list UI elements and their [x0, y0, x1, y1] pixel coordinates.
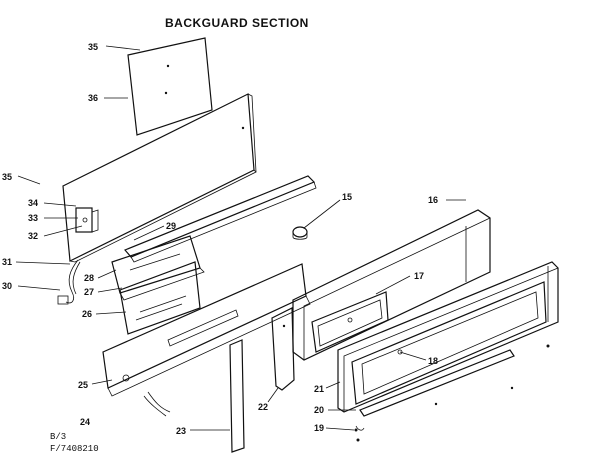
- callout-labels: 35 36 35 34 33 32 29 31 28 27 30 26 15 1…: [2, 42, 438, 436]
- part-18-inner-glass: [351, 281, 547, 405]
- part-24-wire: [143, 391, 171, 417]
- callout-29: 29: [166, 221, 176, 231]
- part-16-front-frame: [292, 209, 491, 361]
- callout-33: 33: [28, 213, 38, 223]
- callout-18: 18: [428, 356, 438, 366]
- callout-17: 17: [414, 271, 424, 281]
- callout-32: 32: [28, 231, 38, 241]
- callout-21: 21: [314, 384, 324, 394]
- footer-line-2: F/7408210: [50, 444, 99, 454]
- part-27-switch-housing: [111, 235, 205, 301]
- part-15-knob: [292, 226, 308, 240]
- backguard-rear-panel: [62, 93, 257, 263]
- callout-34: 34: [28, 198, 38, 208]
- callout-31: 31: [2, 257, 12, 267]
- part-33-terminal-block: [75, 207, 99, 233]
- callout-27: 27: [84, 287, 94, 297]
- part-19-screws: [354, 344, 550, 442]
- part-22-side-bracket: [271, 307, 295, 391]
- part-31-wire-harness: [57, 259, 81, 305]
- part-23-vertical-strip: [229, 339, 245, 453]
- callout-35-top: 35: [88, 42, 98, 52]
- callout-24: 24: [80, 417, 90, 427]
- part-25-control-panel: [102, 263, 311, 397]
- footer-line-1: B/3: [50, 432, 66, 442]
- part-36-panel: [127, 37, 213, 136]
- part-17-window: [311, 291, 389, 353]
- callout-28: 28: [84, 273, 94, 283]
- leader-lines: [15, 45, 466, 431]
- callout-30: 30: [2, 281, 12, 291]
- part-20-lower-trim: [355, 349, 515, 431]
- upper-trim-strip: [124, 175, 317, 263]
- callout-25: 25: [78, 380, 88, 390]
- callout-22: 22: [258, 402, 268, 412]
- diagram-title: BACKGUARD SECTION: [165, 16, 309, 30]
- callout-20: 20: [314, 405, 324, 415]
- callout-19: 19: [314, 423, 324, 433]
- callout-16: 16: [428, 195, 438, 205]
- callout-26: 26: [82, 309, 92, 319]
- callout-35-left: 35: [2, 172, 12, 182]
- callout-23: 23: [176, 426, 186, 436]
- part-26-bracket: [119, 261, 201, 335]
- part-21-outer-frame: [337, 261, 559, 413]
- callout-15: 15: [342, 192, 352, 202]
- callout-36: 36: [88, 93, 98, 103]
